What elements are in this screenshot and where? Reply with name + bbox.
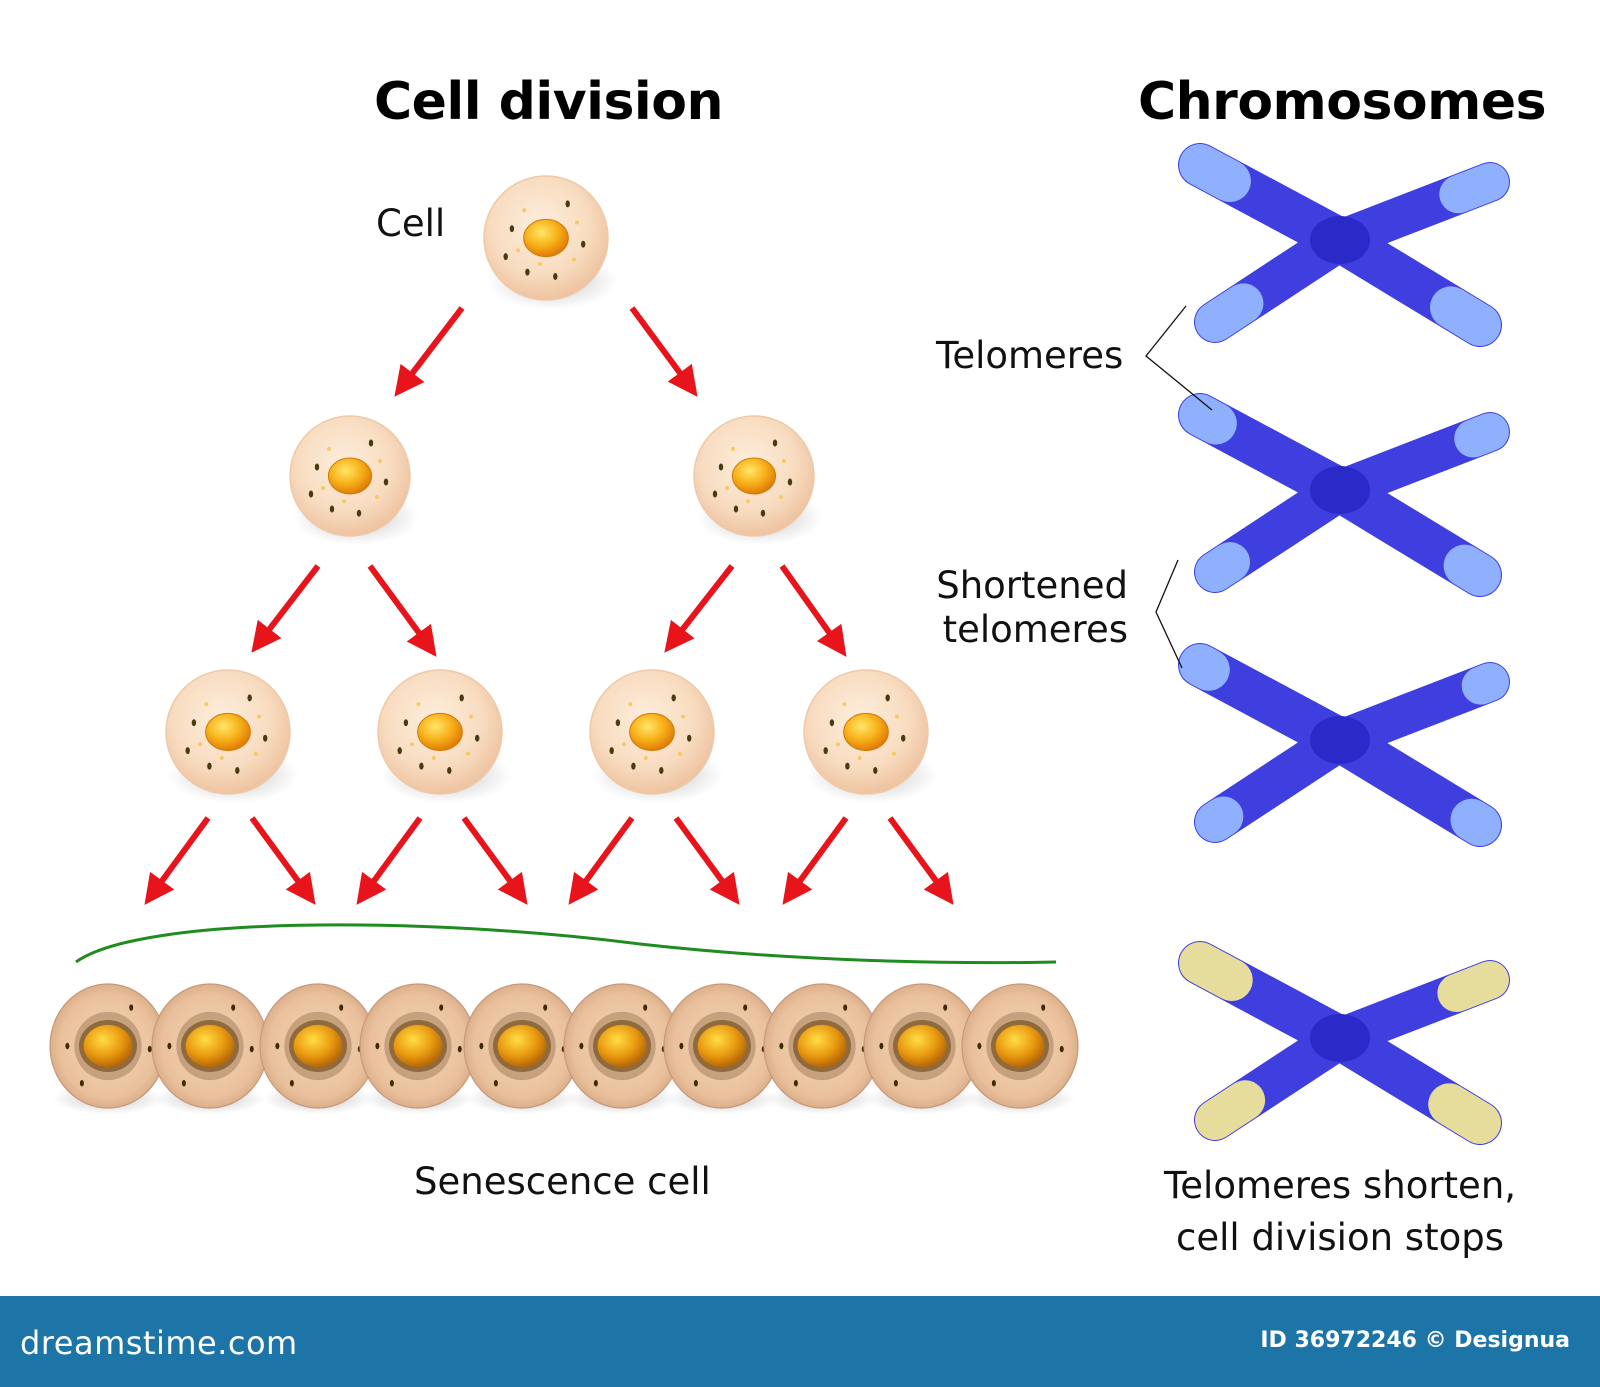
footer-logo: dreamstime.com (20, 1324, 298, 1362)
cell-label: Cell (376, 202, 446, 245)
cell-division-heading: Cell division (374, 72, 723, 132)
arrow-down-left (782, 816, 849, 905)
division-limit-line (75, 923, 1057, 965)
arrow-down-left (356, 816, 423, 905)
cell-level-2-3 (589, 669, 724, 804)
arrow-down-left (568, 816, 635, 905)
telomere (1454, 413, 1509, 458)
arrow-down-left (251, 564, 321, 653)
senescent-cell-9 (863, 983, 981, 1115)
senescent-cell-7 (663, 983, 781, 1115)
shortened-telomeres-label-line1: Shortened (936, 564, 1128, 607)
senescence-cell-row (49, 923, 1079, 1115)
chromosome-1 (1178, 143, 1510, 347)
cell-division-tree (144, 175, 954, 905)
senescent-cell-4 (359, 983, 477, 1115)
telomeres-leader-line (1145, 305, 1213, 411)
arrow-down-right (779, 564, 847, 657)
shortened-telomeres-label-line2: telomeres (942, 608, 1128, 651)
cell-level-1-left (289, 415, 419, 545)
chromosome-column (1178, 143, 1510, 1145)
cell-level-2-2 (377, 669, 512, 804)
chromosome-3 (1178, 643, 1510, 847)
shortened-telomeres-leader-line (1155, 559, 1183, 669)
telomere (1443, 544, 1501, 596)
senescent-cell-5 (463, 983, 581, 1115)
chromosome-2 (1178, 393, 1510, 597)
telomere (1179, 394, 1237, 445)
telomere (1428, 1083, 1501, 1144)
arrow-down-right (887, 816, 954, 905)
chromosome-4 (1178, 941, 1510, 1145)
telomere (1179, 644, 1230, 691)
senescent-cell-8 (763, 983, 881, 1115)
cell-level-2-4 (803, 669, 938, 804)
telomeres-shorten-label-line1: Telomeres shorten, (1163, 1164, 1517, 1207)
telomere (1195, 1080, 1266, 1140)
chromosomes-heading: Chromosomes (1138, 72, 1547, 132)
senescent-cell-6 (563, 983, 681, 1115)
senescent-cell-1 (49, 983, 167, 1115)
senescence-cell-label: Senescence cell (414, 1160, 711, 1203)
label-leader-lines (1145, 305, 1213, 669)
cell-level-0 (483, 175, 618, 310)
telomere (1429, 286, 1501, 346)
arrow-down-right (629, 306, 698, 397)
arrow-down-left (664, 564, 735, 653)
arrow-down-left (394, 306, 465, 397)
senescent-cell-2 (151, 983, 269, 1115)
arrow-down-right (249, 816, 316, 905)
telomere (1195, 542, 1251, 592)
telomere (1179, 144, 1251, 203)
telomere (1450, 798, 1501, 846)
cell-level-1-right (693, 415, 823, 545)
arrow-down-right (461, 816, 528, 905)
arrow-down-right (367, 564, 437, 657)
cell-level-2-1 (165, 669, 300, 804)
footer-image-id: ID 36972246 © Designua (1260, 1328, 1570, 1353)
arrow-down-right (673, 816, 740, 905)
senescent-cell-3 (259, 983, 377, 1115)
telomere (1195, 283, 1264, 342)
telomeres-shorten-label-line2: cell division stops (1176, 1216, 1504, 1259)
footer-bar: dreamstime.com ID 36972246 © Designua (0, 1296, 1600, 1387)
telomere (1437, 961, 1509, 1012)
telomere (1195, 796, 1244, 842)
telomere (1461, 663, 1509, 705)
senescent-cell-10 (961, 983, 1079, 1115)
telomere (1439, 163, 1509, 214)
arrow-down-left (144, 816, 211, 905)
telomere (1179, 942, 1253, 1001)
telomeres-label: Telomeres (936, 334, 1124, 377)
